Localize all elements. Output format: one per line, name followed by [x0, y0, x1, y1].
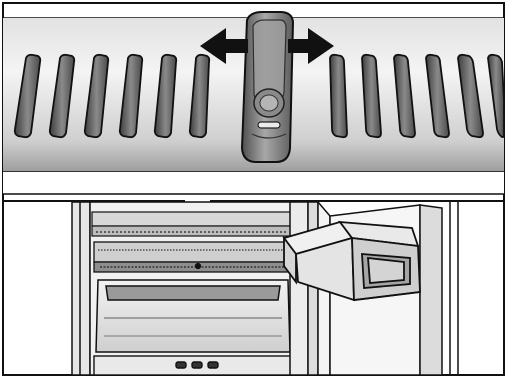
vent-slider-knob[interactable]	[242, 12, 293, 162]
fridge-top-shelf	[92, 212, 292, 236]
fridge-vent-bar	[94, 242, 290, 272]
fridge-control-strip	[94, 356, 294, 375]
fridge-left-wall	[72, 202, 90, 375]
fridge-crisper-drawer	[96, 280, 290, 352]
bottom-panel-fridge	[3, 201, 504, 375]
top-panel-zoom	[3, 3, 504, 201]
